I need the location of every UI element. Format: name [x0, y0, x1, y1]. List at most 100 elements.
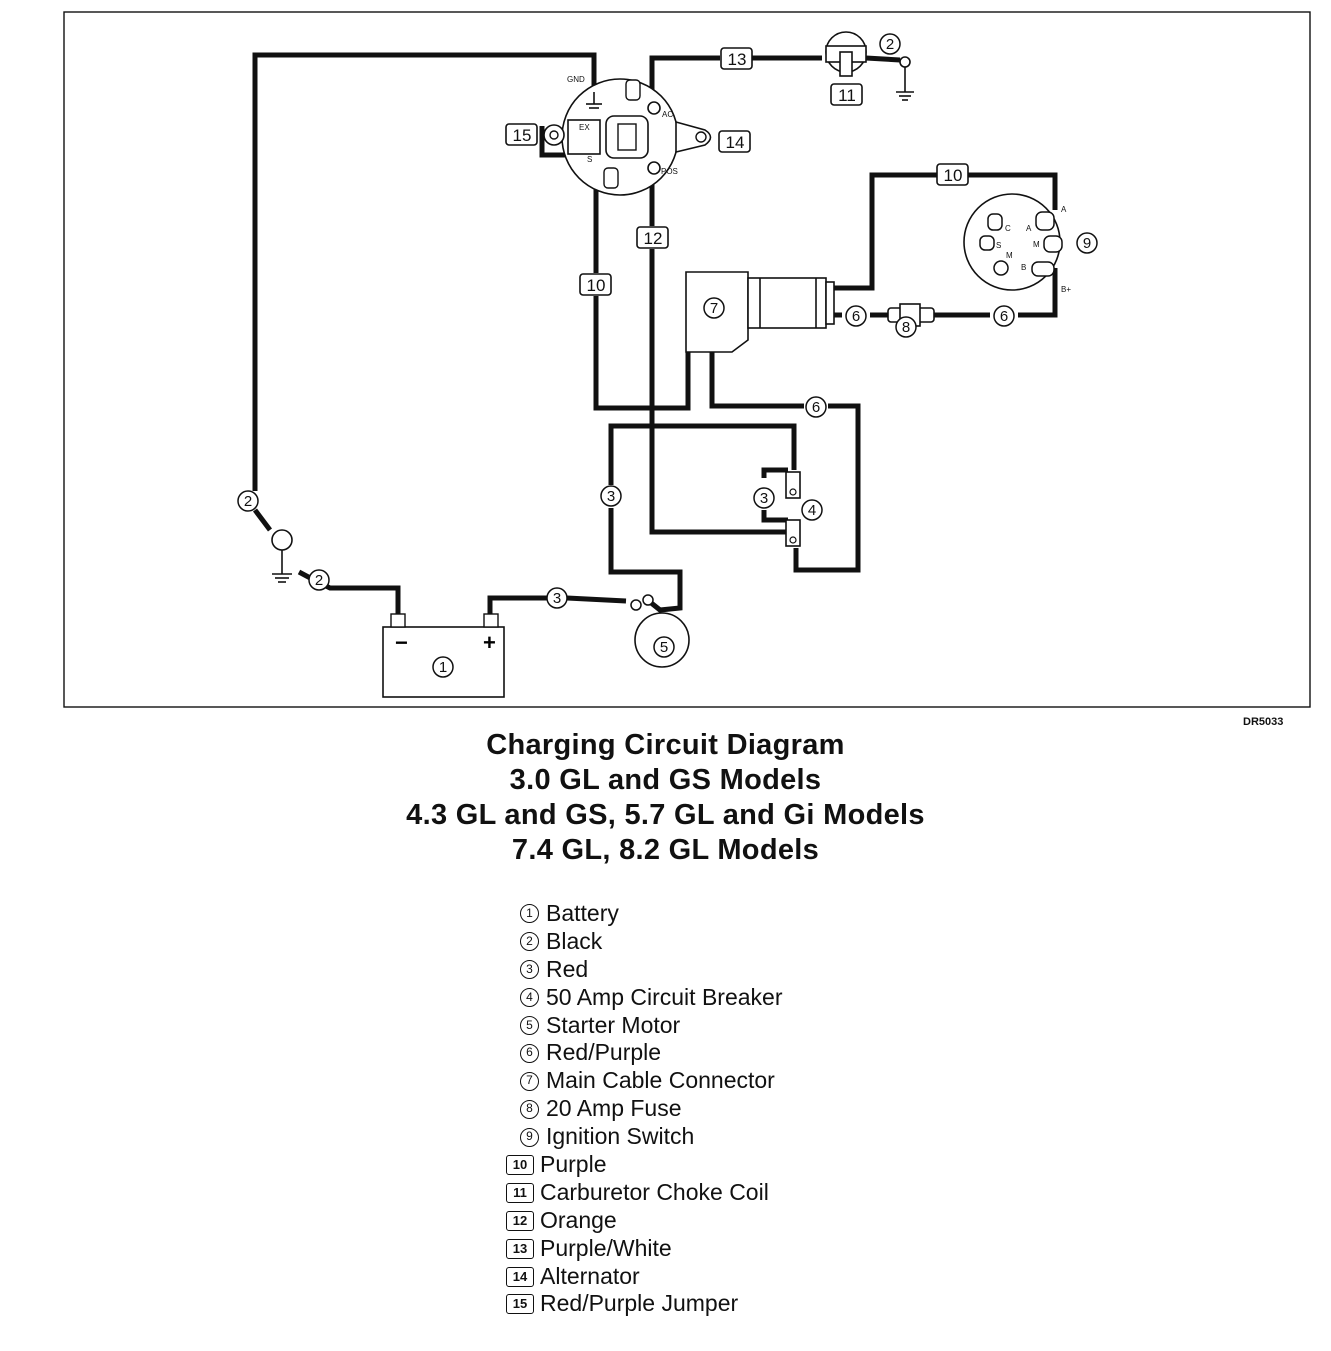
legend-label: Starter Motor [546, 1011, 681, 1038]
legend-number-badge: 13 [506, 1238, 534, 1259]
callout-2-top: 2 [879, 33, 901, 55]
legend-label: Purple/White [540, 1234, 672, 1261]
legend-number-badge: 5 [520, 1016, 539, 1035]
legend-number-badge: 9 [520, 1127, 539, 1147]
alternator: GND AC EX S POS [543, 75, 712, 196]
svg-text:3: 3 [760, 490, 768, 507]
battery-neg-sign: − [395, 630, 408, 655]
callout-3-vertical: 3 [600, 485, 622, 507]
ignition-terminal-a-left: A [1026, 224, 1032, 233]
svg-text:11: 11 [838, 86, 856, 105]
legend-label: Alternator [540, 1262, 640, 1289]
title-line-4: 7.4 GL, 8.2 GL Models [511, 834, 820, 866]
legend-label: Main Cable Connector [546, 1067, 775, 1094]
legend-number-badge: 11 [506, 1182, 534, 1203]
legend-number-badge: 8 [520, 1099, 539, 1119]
callout-7: 7 [703, 297, 725, 319]
svg-text:14: 14 [726, 133, 745, 152]
wire-red-battery-starter [487, 595, 548, 622]
main-cable-connector [685, 271, 835, 353]
battery-pos-sign: + [483, 630, 496, 655]
svg-text:6: 6 [1000, 308, 1008, 325]
svg-text:2: 2 [886, 36, 894, 53]
svg-text:5: 5 [660, 639, 668, 656]
legend-number-badge: 1 [520, 904, 539, 924]
callout-8: 8 [895, 316, 917, 338]
wire-redpurple-breaker2 [793, 403, 861, 573]
legend-label: Ignition Switch [546, 1123, 695, 1150]
drawing-id: DR5033 [1243, 716, 1284, 728]
alt-terminal-ac: AC [662, 110, 673, 119]
battery: − + [382, 613, 505, 698]
legend-item: 3 Red [506, 956, 782, 984]
legend-number-badge: 6 [520, 1043, 539, 1063]
alt-terminal-s: S [587, 155, 592, 164]
svg-text:3: 3 [553, 590, 561, 607]
legend-number-badge: 3 [520, 960, 539, 980]
legend-label: Carburetor Choke Coil [540, 1178, 769, 1205]
wire-black-ground-lower [253, 508, 272, 532]
ignition-terminal-b-plus: B+ [1061, 285, 1071, 294]
wire-purple-lower [593, 296, 691, 411]
legend-number-badge: 4 [520, 988, 539, 1008]
legend-number-badge: 2 [520, 932, 539, 952]
legend-number-badge: 10 [506, 1154, 534, 1175]
wire-red-starter-link [566, 595, 627, 604]
diagram-frame [63, 11, 1311, 708]
svg-text:2: 2 [315, 572, 323, 589]
wire-purple-ignition [832, 172, 938, 291]
callout-9: 9 [1076, 232, 1098, 254]
legend-label: Red/Purple [546, 1039, 662, 1066]
legend-label: Orange [540, 1206, 617, 1233]
title-line-2: 3.0 GL and GS Models [509, 764, 822, 796]
legend-number-badge: 14 [506, 1266, 534, 1287]
svg-text:12: 12 [644, 229, 663, 248]
legend-item: 2 Black [506, 928, 782, 956]
ignition-terminal-s: S [996, 241, 1001, 250]
svg-text:15: 15 [513, 126, 532, 145]
callout-10-top: 10 [936, 163, 969, 186]
legend-item: 15 Red/Purple Jumper [506, 1290, 782, 1318]
callout-6-breaker: 6 [805, 396, 827, 418]
legend-label: Purple [540, 1151, 607, 1178]
wire-black-ground-alternator [252, 52, 597, 491]
charging-circuit-diagram: − + C A A S M M [63, 11, 1311, 708]
wire-purple-white-choke [649, 55, 720, 98]
circuit-breaker [785, 471, 801, 547]
legend-label: Red/Purple Jumper [540, 1290, 739, 1317]
callout-6-connector: 6 [845, 305, 867, 327]
legend-item: 5 Starter Motor [506, 1012, 782, 1040]
callout-2-left: 2 [237, 490, 259, 512]
callout-3-battery: 3 [546, 587, 568, 609]
carburetor-choke-coil [825, 31, 914, 101]
title-line-3: 4.3 GL and GS, 5.7 GL and Gi Models [406, 799, 925, 831]
ignition-terminal-b: B [1021, 263, 1026, 272]
wire-breaker-link2 [761, 510, 788, 523]
wire-redpurple-ignition2 [1018, 268, 1058, 318]
legend-number-badge: 15 [506, 1294, 534, 1315]
wire-breaker-link [761, 467, 788, 478]
legend-label: Black [546, 927, 603, 954]
wire-red-starter-breaker [608, 508, 683, 613]
callout-10-left: 10 [579, 273, 612, 296]
callout-15: 15 [505, 123, 538, 146]
callout-3-breaker: 3 [753, 487, 775, 509]
callout-5: 5 [653, 636, 675, 658]
svg-text:10: 10 [587, 276, 606, 295]
svg-text:7: 7 [710, 300, 718, 317]
ground-symbol-left [271, 529, 293, 583]
legend-label: 20 Amp Fuse [546, 1095, 682, 1122]
legend-item: 14 Alternator [506, 1263, 782, 1291]
svg-text:8: 8 [902, 319, 910, 336]
alt-terminal-gnd: GND [567, 75, 585, 84]
svg-text:4: 4 [808, 502, 816, 519]
ignition-terminal-c: C [1005, 224, 1011, 233]
title-line-1: Charging Circuit Diagram [486, 729, 845, 761]
callout-2-battery: 2 [308, 569, 330, 591]
wire-purple-ignition2 [968, 172, 1058, 210]
svg-text:6: 6 [812, 399, 820, 416]
svg-text:10: 10 [944, 166, 963, 185]
legend-item: 6 Red/Purple [506, 1039, 782, 1067]
legend-label: Red [546, 955, 589, 982]
